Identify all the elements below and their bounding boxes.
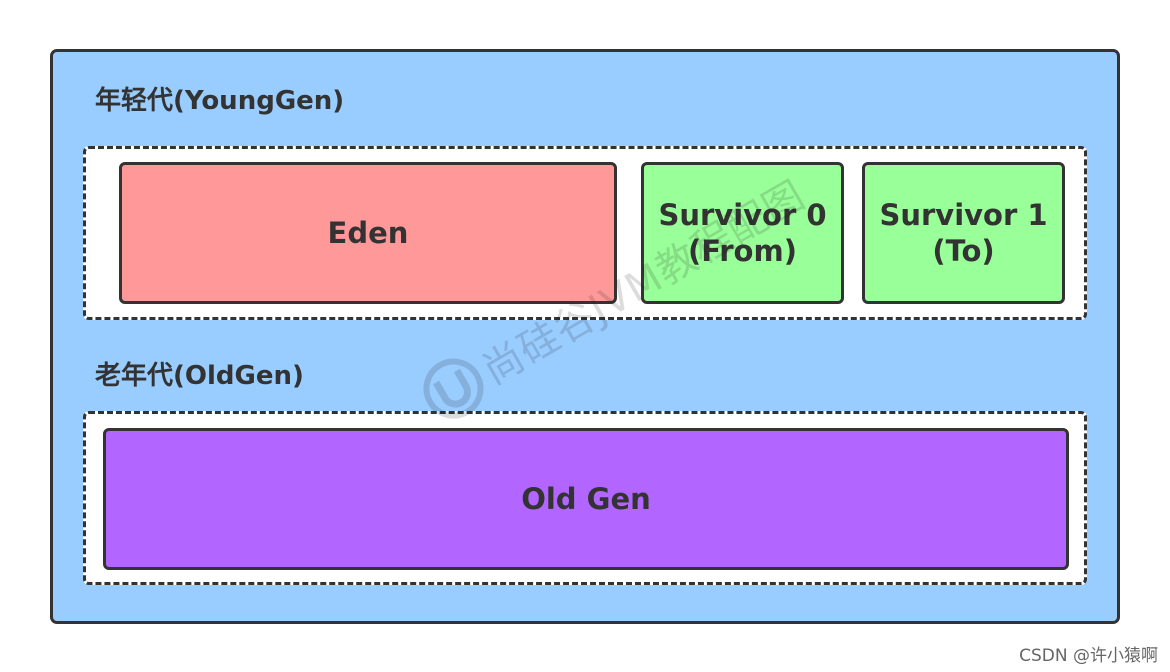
eden-label: Eden: [327, 216, 409, 250]
survivor1-label-line1: Survivor 1: [879, 198, 1048, 232]
survivor0-label-line1: Survivor 0: [658, 198, 827, 232]
old-gen-title: 老年代(OldGen): [95, 361, 304, 391]
old-gen-region: Old Gen: [103, 428, 1069, 570]
young-gen-title: 年轻代(YoungGen): [95, 86, 345, 116]
survivor1-label-line2: (To): [932, 234, 995, 268]
eden-region: Eden: [119, 162, 617, 304]
credit-text: CSDN @许小猿啊: [1019, 646, 1158, 666]
old-gen-label: Old Gen: [521, 482, 651, 516]
survivor1-region: Survivor 1 (To): [862, 162, 1065, 304]
survivor0-label-line2: (From): [688, 234, 797, 268]
survivor0-region: Survivor 0 (From): [641, 162, 844, 304]
